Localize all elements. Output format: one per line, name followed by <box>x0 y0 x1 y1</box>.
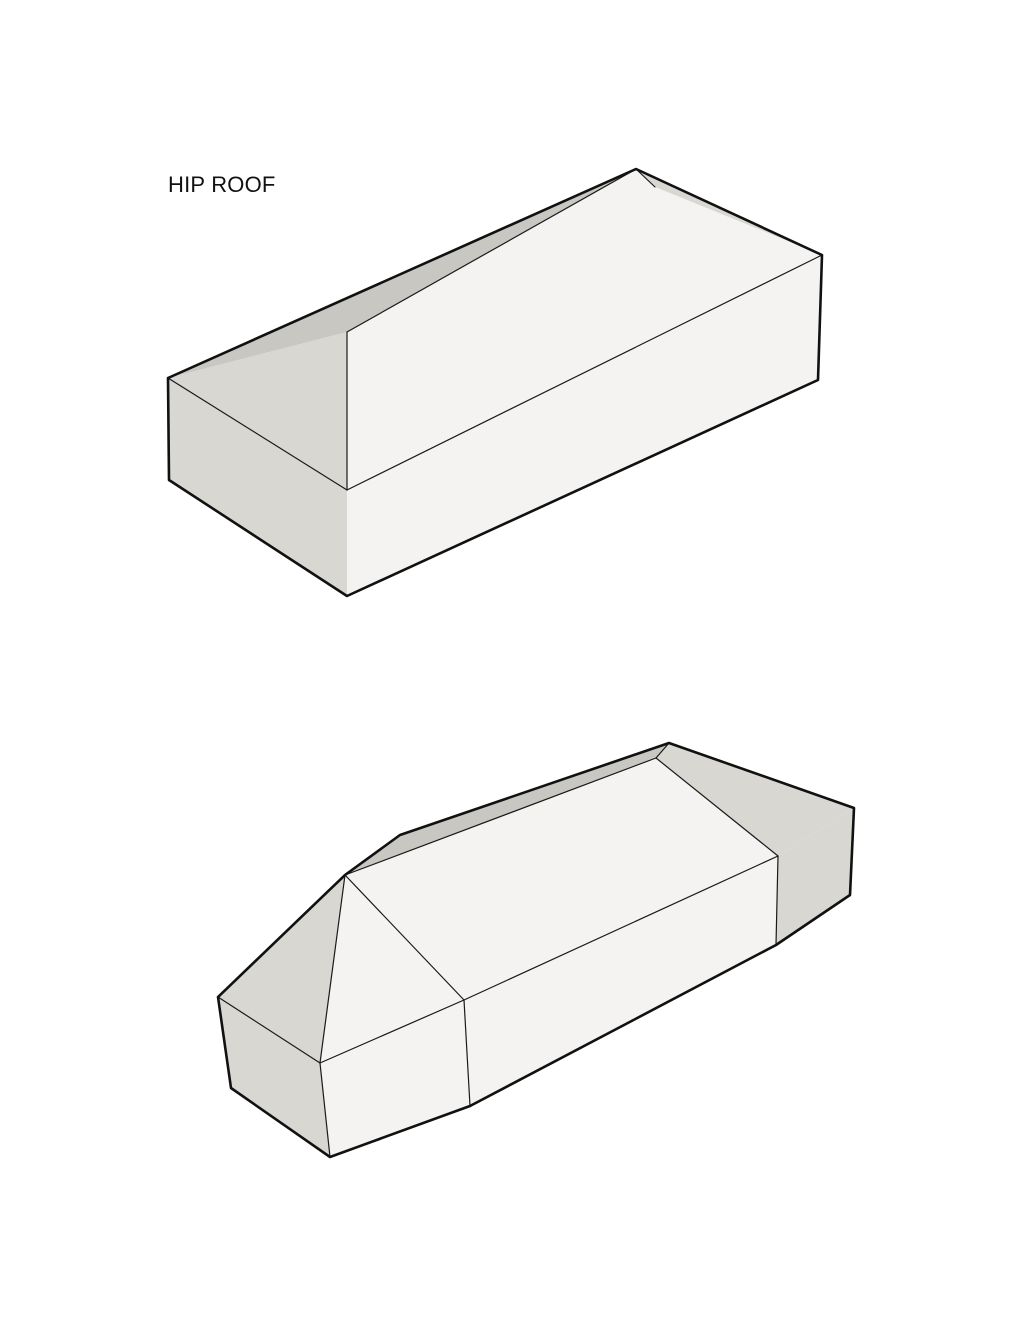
projection-end-wall <box>218 997 330 1157</box>
projection-eave <box>217 996 321 1064</box>
main-roof-slope <box>347 169 822 490</box>
main-eave <box>463 855 779 1001</box>
lower-model-outline <box>216 741 856 1159</box>
projection-hip-edge-left <box>319 874 346 1064</box>
right-wall-corner <box>775 855 779 946</box>
projection-eave-front <box>319 999 465 1064</box>
projection-gable-side <box>320 875 464 1063</box>
front-hip-end-face <box>168 332 347 490</box>
back-hip-face <box>656 743 854 856</box>
right-end-wall <box>776 808 854 945</box>
back-hip-short <box>655 742 670 759</box>
diagram-title: HIP ROOF <box>168 172 276 197</box>
projection-front-wall <box>320 1000 470 1157</box>
upper-model-outline <box>166 167 824 598</box>
left-end-wall <box>168 378 347 596</box>
eave-line <box>346 254 823 491</box>
projection-hip-edge-right <box>344 874 465 1001</box>
projection-hip-face <box>218 875 345 1063</box>
long-side-wall <box>347 255 822 596</box>
main-ridge <box>344 757 657 876</box>
back-hip-edge-lower <box>655 757 779 857</box>
valley-wall-corner <box>463 999 471 1107</box>
complex-hip-roof-model <box>216 741 856 1159</box>
simple-hip-roof-model <box>166 167 824 598</box>
projection-wall-corner <box>319 1062 331 1158</box>
main-long-wall <box>464 856 778 1106</box>
back-slope-strip <box>345 743 669 875</box>
back-hip-edge <box>635 168 656 188</box>
corner-eave-front <box>167 377 348 491</box>
ridge-line <box>346 168 637 333</box>
main-roof-slope-lower <box>345 758 778 1000</box>
